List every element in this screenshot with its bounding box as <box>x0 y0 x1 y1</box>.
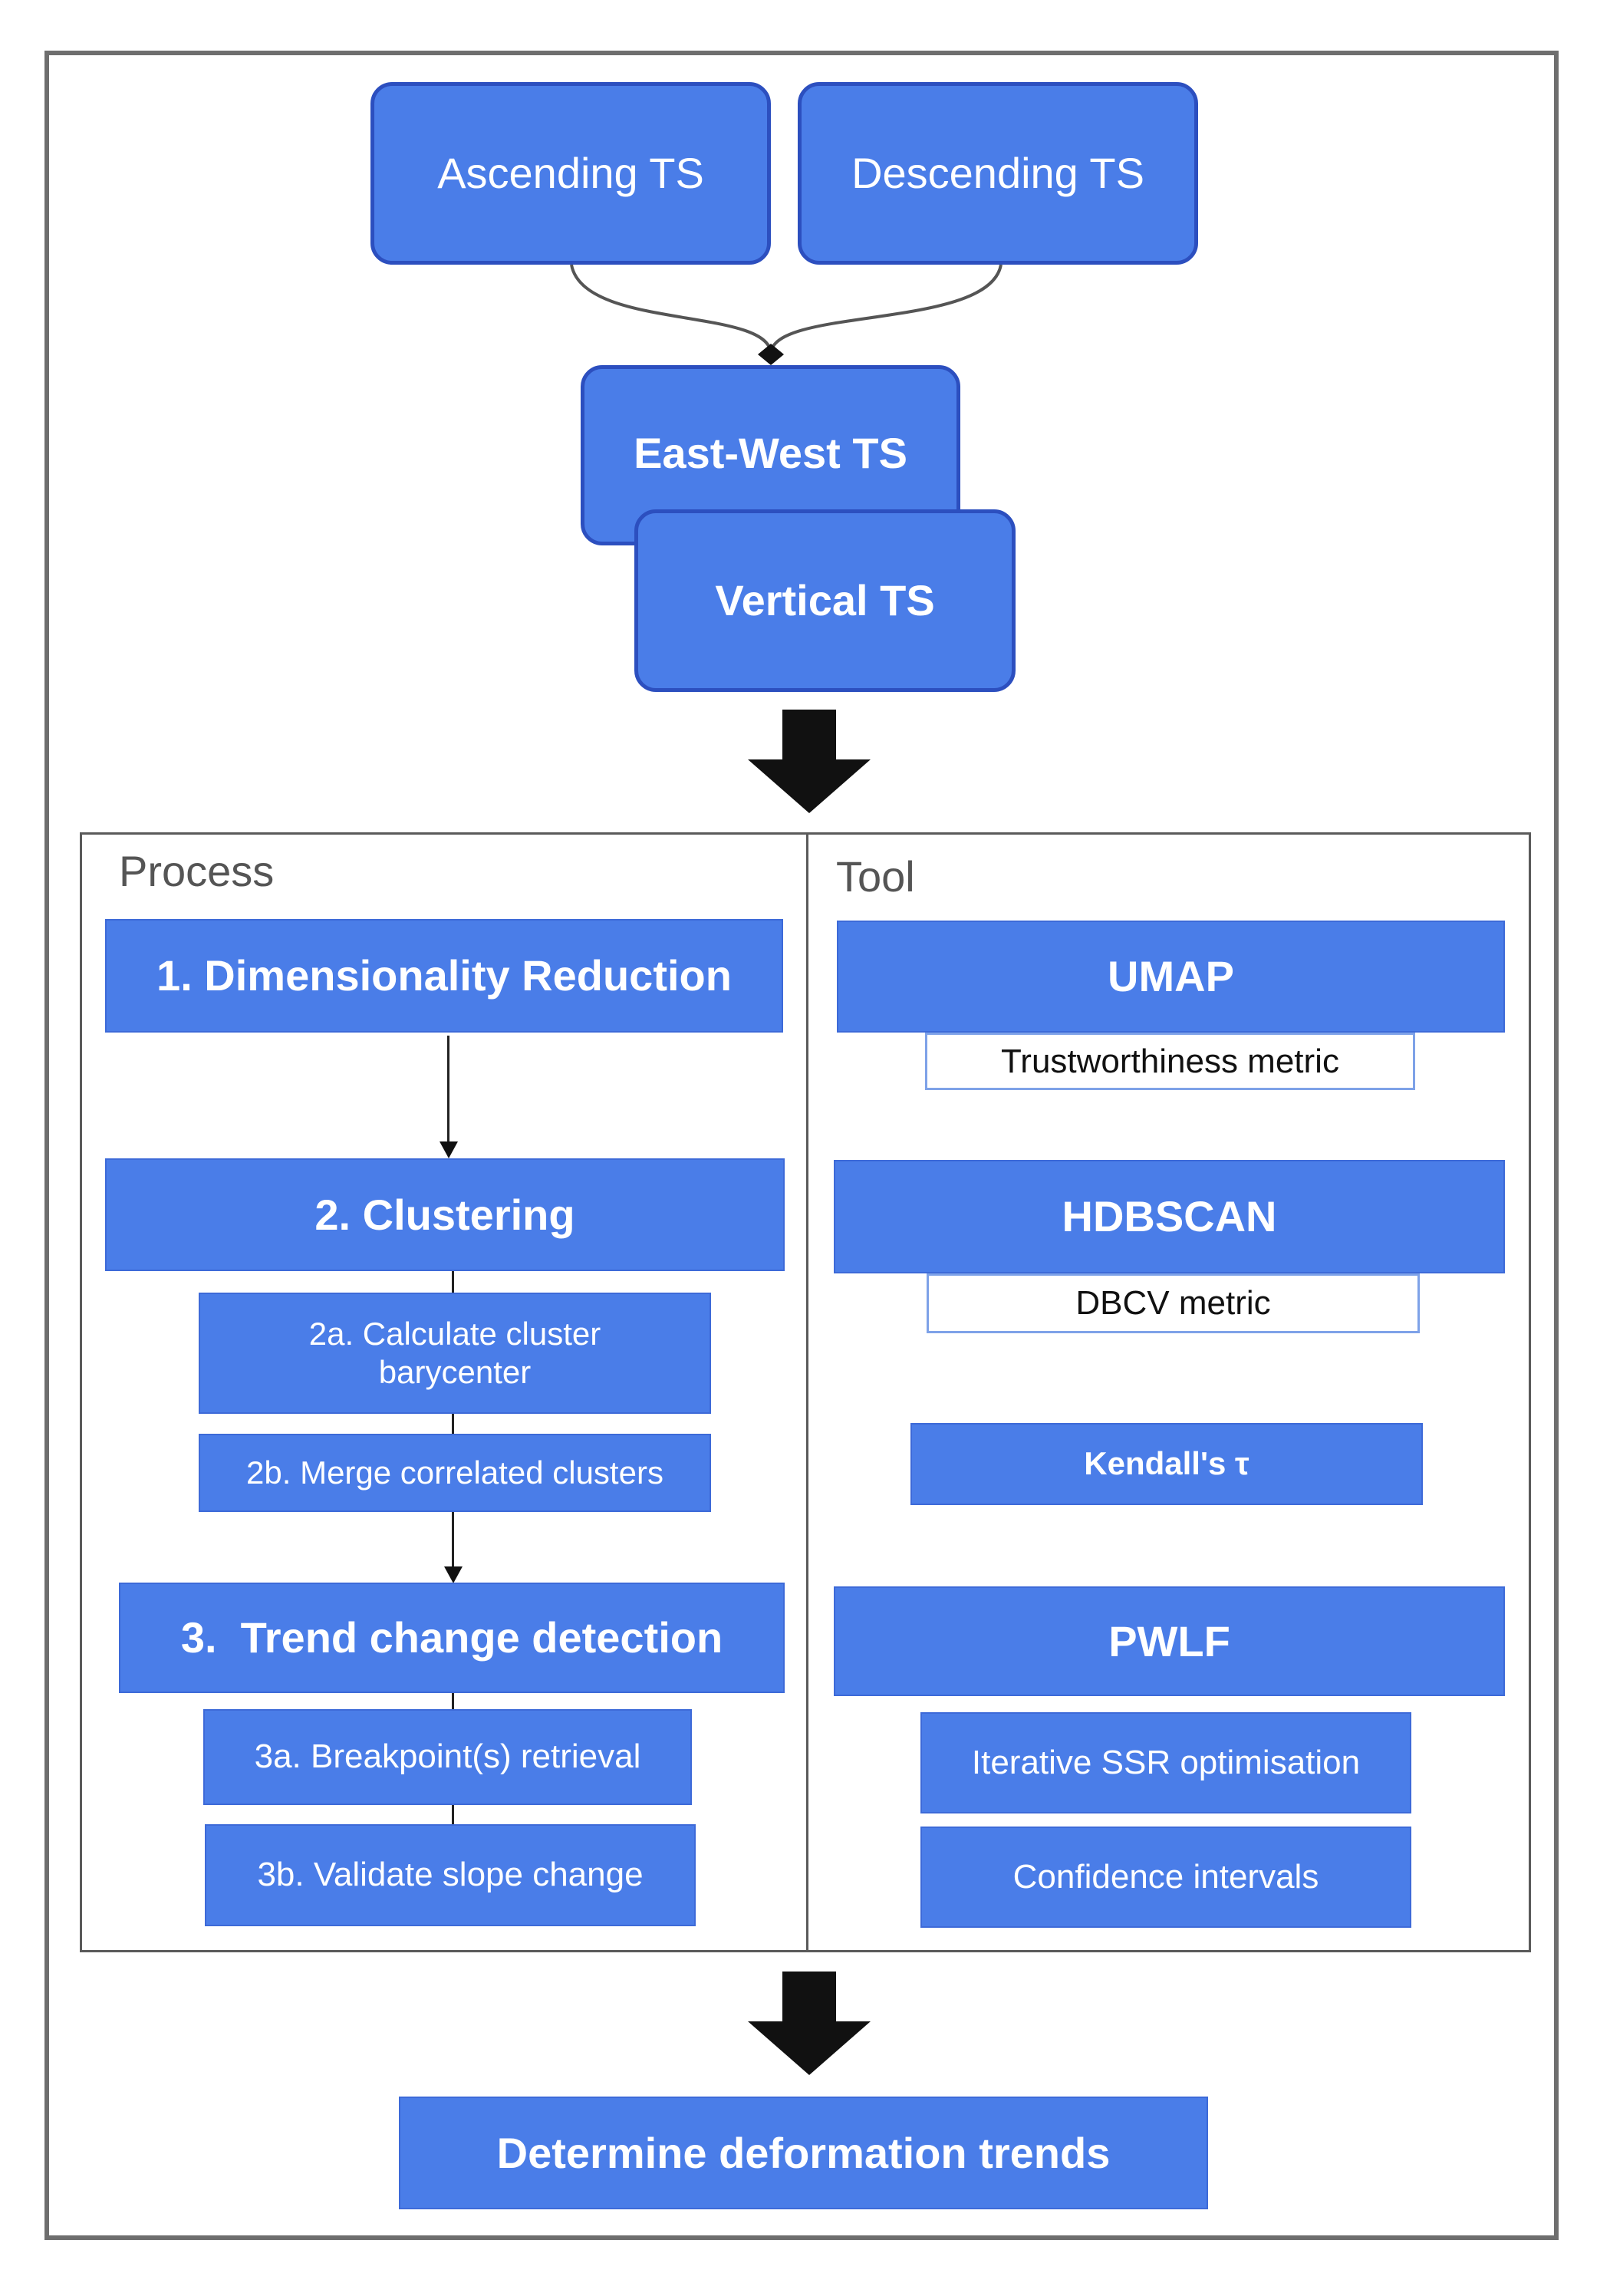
dbcv-metric-box: DBCV metric <box>927 1273 1420 1333</box>
ssr-optimisation-label: Iterative SSR optimisation <box>971 1743 1361 1781</box>
step2b-box: 2b. Merge correlated clusters <box>199 1434 711 1512</box>
step3-sub-line-b <box>452 1805 454 1824</box>
step1-to-step2-line <box>447 1036 449 1143</box>
down-arrow-top <box>748 710 871 813</box>
umap-label: UMAP <box>1108 952 1234 1001</box>
ssr-optimisation-box: Iterative SSR optimisation <box>920 1712 1411 1813</box>
step3b-box: 3b. Validate slope change <box>205 1824 696 1926</box>
step2-label: 2. Clustering <box>314 1190 575 1239</box>
dbcv-metric-label: DBCV metric <box>1075 1284 1271 1322</box>
kendall-label: Kendall's τ <box>1084 1445 1249 1482</box>
ascending-ts-box: Ascending TS <box>370 82 771 265</box>
step2-box: 2. Clustering <box>105 1158 785 1271</box>
step1-label: 1. Dimensionality Reduction <box>156 951 732 1000</box>
process-column-header: Process <box>119 847 275 895</box>
kendall-box: Kendall's τ <box>910 1423 1423 1505</box>
vertical-ts-label: Vertical TS <box>715 576 935 625</box>
descending-ts-box: Descending TS <box>798 82 1198 265</box>
trustworthiness-metric-label: Trustworthiness metric <box>1001 1042 1339 1080</box>
column-divider <box>806 832 808 1952</box>
trustworthiness-metric-box: Trustworthiness metric <box>925 1033 1415 1090</box>
pwlf-box: PWLF <box>834 1586 1505 1696</box>
step2-sub-line-b <box>452 1414 454 1434</box>
deformation-trends-label: Determine deformation trends <box>496 2128 1111 2177</box>
hdbscan-label: HDBSCAN <box>1062 1192 1277 1241</box>
umap-box: UMAP <box>837 921 1505 1033</box>
step3-box: 3. Trend change detection <box>119 1583 785 1693</box>
step3b-label: 3b. Validate slope change <box>257 1856 644 1894</box>
descending-connector <box>769 264 1003 354</box>
step1-box: 1. Dimensionality Reduction <box>105 919 783 1033</box>
east-west-ts-label: East-West TS <box>634 429 907 477</box>
step3-label: 3. Trend change detection <box>180 1613 723 1662</box>
deformation-trends-box: Determine deformation trends <box>399 2097 1208 2209</box>
process-tool-table <box>80 832 1531 1952</box>
confidence-intervals-label: Confidence intervals <box>1012 1857 1319 1896</box>
tool-column-header: Tool <box>836 852 915 901</box>
ascending-connector <box>570 264 772 354</box>
step2-to-step3-arrowhead <box>444 1566 463 1583</box>
descending-ts-label: Descending TS <box>851 149 1144 198</box>
vertical-ts-box: Vertical TS <box>634 509 1016 692</box>
step2a-box: 2a. Calculate cluster barycenter <box>199 1293 711 1414</box>
step2-sub-line-a <box>452 1271 454 1293</box>
step2b-label: 2b. Merge correlated clusters <box>246 1454 663 1491</box>
ascending-ts-label: Ascending TS <box>437 149 704 198</box>
step3a-label: 3a. Breakpoint(s) retrieval <box>254 1738 641 1776</box>
hdbscan-box: HDBSCAN <box>834 1160 1505 1273</box>
step2-to-step3-line <box>452 1512 454 1573</box>
down-arrow-bottom <box>748 1972 871 2075</box>
step2a-label: 2a. Calculate cluster barycenter <box>308 1315 601 1390</box>
step1-to-step2-arrowhead <box>440 1141 458 1158</box>
step3-sub-line-a <box>452 1693 454 1709</box>
merge-diamond <box>758 344 784 365</box>
pwlf-label: PWLF <box>1108 1616 1230 1665</box>
confidence-intervals-box: Confidence intervals <box>920 1827 1411 1928</box>
step3a-box: 3a. Breakpoint(s) retrieval <box>203 1709 692 1805</box>
